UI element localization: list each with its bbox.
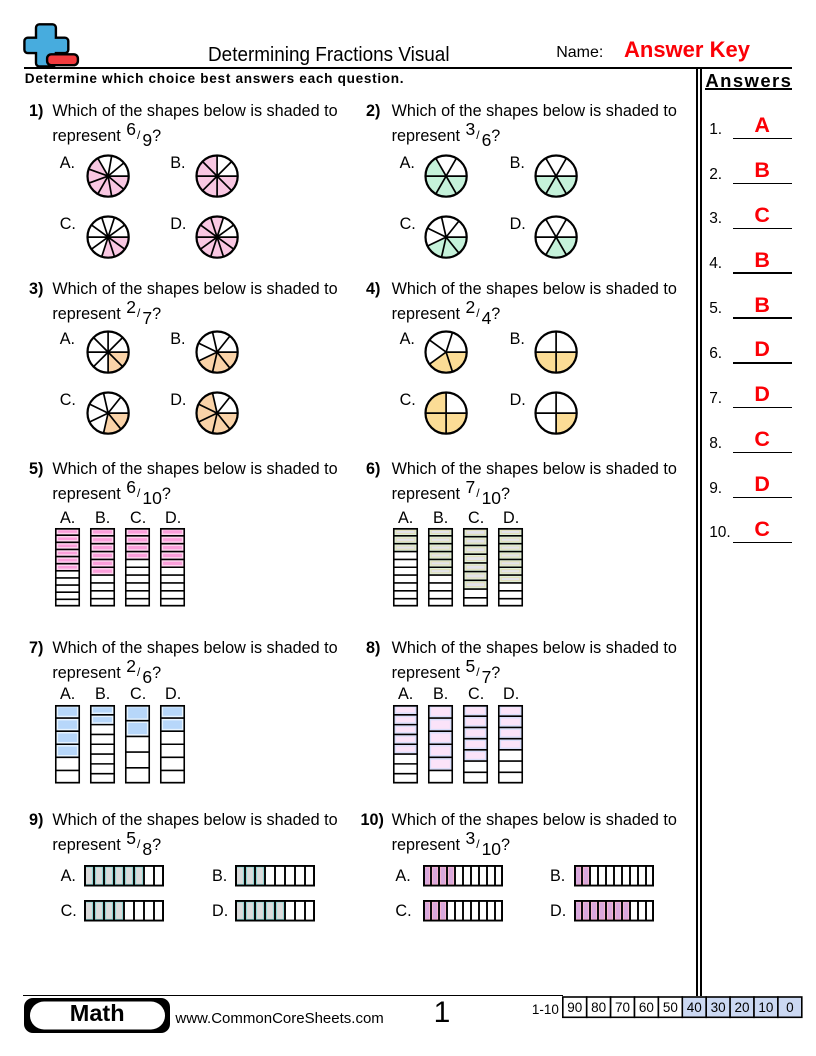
svg-text:40: 40 (687, 1001, 702, 1016)
svg-text:10: 10 (759, 1001, 774, 1016)
svg-text:90: 90 (568, 1001, 583, 1016)
svg-text:0: 0 (786, 1001, 794, 1016)
svg-text:70: 70 (615, 1001, 630, 1016)
svg-text:30: 30 (711, 1001, 726, 1016)
svg-text:20: 20 (735, 1001, 750, 1016)
svg-text:50: 50 (663, 1001, 678, 1016)
svg-text:80: 80 (591, 1001, 606, 1016)
svg-text:60: 60 (639, 1001, 654, 1016)
